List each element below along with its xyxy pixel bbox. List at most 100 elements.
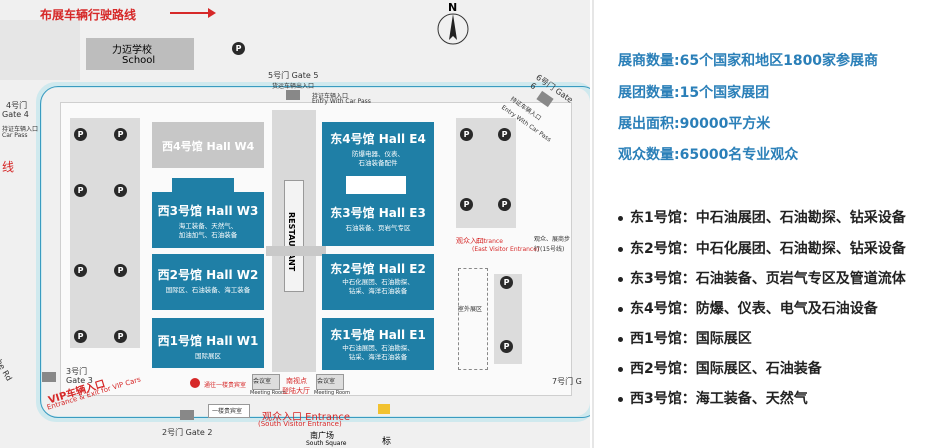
gate-3-label-b: Gate 3 (66, 376, 93, 385)
gate-5-sub: 货运车辆出入口 (272, 83, 315, 90)
left-edge-text: 线 (2, 160, 15, 174)
hall-w1-label: 西1号馆 Hall W1 (157, 334, 259, 348)
hall-list-text: 西2号馆：国际展区、石油装备 (630, 361, 822, 377)
vip-room-marker-icon (190, 378, 200, 388)
school-label-cn: 力迈学校 (112, 45, 152, 56)
hall-list-text: 东2号馆：中石化展团、石油勘探、钻采设备 (630, 241, 906, 257)
parking-icon: P (232, 42, 245, 55)
meeting-room-right-en: Meeting Room (314, 390, 350, 396)
hall-list-text: 东4号馆：防爆、仪表、电气及石油设备 (630, 301, 878, 317)
south-entrance-en: (South Visitor Entrance) (258, 420, 342, 428)
hall-w3-label: 西3号馆 Hall W3 (157, 204, 259, 218)
hall-e1-label: 东1号馆 Hall E1 (330, 328, 426, 342)
gate-4-label-a: 4号门 (6, 101, 28, 110)
outdoor-area (458, 268, 488, 370)
restaurant-label: RESTAURANT (287, 212, 296, 272)
hall-e4-label: 东4号馆 Hall E4 (330, 132, 426, 146)
registration-box (208, 404, 250, 418)
bullet-icon (618, 276, 623, 282)
route-arrow-icon (170, 8, 216, 18)
hall-e1-sub1: 中石油展团、石油勘探、 (342, 344, 414, 352)
meeting-room-left-label: 会议室 (253, 378, 272, 385)
hall-e4: 东4号馆 Hall E4 防爆电器、仪表、 石油装备配件 (322, 122, 434, 176)
school-label-en: School (122, 55, 156, 66)
gate-4-label-b: Gate 4 (2, 110, 29, 119)
school-building (86, 38, 194, 70)
bullet-icon (618, 396, 623, 402)
registration-label: 一楼贵宾室 (212, 408, 243, 415)
hall-e4-sub1: 防爆电器、仪表、 (352, 150, 404, 158)
hall-list-text: 东1号馆：中石油展团、石油勘探、钻采设备 (630, 210, 906, 226)
hall-e3-label: 东3号馆 Hall E3 (330, 206, 426, 220)
hall-w4 (152, 122, 264, 168)
hall-list-item: 西3号馆：海工装备、天然气 (618, 388, 808, 408)
hall-w2-label: 西2号馆 Hall W2 (157, 268, 259, 282)
hall-list-item: 东1号馆：中石油展团、石油勘探、钻采设备 (618, 207, 906, 227)
hall-list-item: 西1号馆：国际展区 (618, 328, 752, 348)
hall-w3: 西3号馆 Hall W3 海工装备、天然气、 加油加气、石油装备 (152, 192, 264, 248)
ground-area (0, 20, 80, 80)
bullet-icon (618, 246, 623, 252)
east-entrance-cn: 观众入口 (456, 237, 484, 245)
gate-4-sub: 持证车辆入口 (2, 126, 39, 133)
perimeter-road-border (40, 86, 590, 418)
stat-area: 展出面积:90000平方米 (618, 116, 771, 132)
south-square-cn: 南广场 (310, 431, 334, 440)
meeting-room-right-label: 会议室 (317, 378, 336, 385)
hall-e2-sub2: 钻采、海洋石油装备 (348, 287, 408, 295)
hall-e2-label: 东2号馆 Hall E2 (330, 262, 426, 276)
parking-icon: P (498, 128, 511, 141)
bullet-icon (618, 215, 623, 221)
south-square-en: South Square (306, 440, 347, 447)
hall-e2-sub1: 中石化展团、石油勘探、 (342, 278, 414, 286)
stat-visitors: 观众数量:65000名专业观众 (618, 147, 799, 163)
hall-list-item: 东3号馆：石油装备、页岩气专区及管道流体 (618, 268, 906, 288)
parking-icon: P (114, 264, 127, 277)
hall-w3-sub1: 海工装备、天然气、 (178, 222, 238, 230)
meeting-room-left (252, 374, 280, 390)
east-entrance-en2: (East Visitor Entrance) (472, 246, 540, 253)
hall-e3-notch (346, 176, 406, 194)
parking-icon: P (500, 276, 513, 289)
hall-e3-sub: 石油装备、页岩气专区 (345, 224, 411, 232)
cross-corridor (266, 246, 326, 256)
hall-w2: 西2号馆 Hall W2 国际区、石油装备、海工装备 (152, 254, 264, 310)
parking-lot-west (70, 118, 140, 348)
hall-list-item: 西2号馆：国际展区、石油装备 (618, 358, 822, 378)
hall-w1: 西1号馆 Hall W1 国际展区 (152, 318, 264, 368)
parking-icon: P (500, 340, 513, 353)
gate-2-label: 2号门 Gate 2 (162, 428, 213, 437)
meeting-room-right (316, 374, 344, 390)
north-label: N (448, 1, 458, 14)
east-entrance-en: Entrance (476, 238, 503, 245)
parking-icon: P (74, 264, 87, 277)
gate-2-icon (180, 410, 194, 420)
hall-e1-sub2: 钻采、海洋石油装备 (348, 353, 408, 361)
bullet-icon (618, 336, 623, 342)
parking-icon: P (114, 184, 127, 197)
vip-note: 通往一楼贵宾室 (204, 382, 247, 389)
hall-list-text: 西1号馆：国际展区 (630, 331, 752, 347)
gate-4-sub-en: Car Pass (2, 132, 28, 139)
hall-w1-sub: 国际展区 (195, 352, 221, 360)
stat-pavilions: 展团数量:15个国家展团 (618, 85, 770, 101)
parking-icon: P (460, 198, 473, 211)
info-panel: 展商数量:65个国家和地区1800家参展商 展团数量:15个国家展团 展出面积:… (592, 0, 938, 448)
gate-5-sub2: 持证车辆入口 (312, 93, 349, 100)
hall-e3: 东3号馆 Hall E3 石油装备、页岩气专区 (322, 176, 434, 246)
hall-w3-sub2: 加油加气、石油装备 (178, 231, 238, 239)
restaurant-block (284, 180, 304, 292)
gate-5-label: 5号门 Gate 5 (268, 71, 319, 80)
bus-icon (378, 404, 390, 414)
hall-w4-label: 西4号馆 Hall W4 (162, 140, 255, 153)
gate-5-sub3: Entry With Car Pass (312, 98, 371, 105)
hall-w2-sub: 国际区、石油装备、海工装备 (165, 286, 251, 294)
south-entrance-cn: 观众入口 Entrance (262, 412, 350, 423)
hall-e2: 东2号馆 Hall E2 中石化展团、石油勘探、 钻采、海洋石油装备 (322, 254, 434, 310)
hall-list-item: 东4号馆：防爆、仪表、电气及石油设备 (618, 298, 878, 318)
east-note-1: 观众、展商步 (534, 236, 571, 243)
bottom-edge-text: 标 (382, 437, 392, 447)
hall-e4-sub2: 石油装备配件 (358, 159, 398, 167)
south-lobby-2: 登陆大厅 (282, 387, 310, 395)
exhibition-map: 布展车辆行驶路线 N 力迈学校 School P 5号门 Gate 5 货运车辆… (0, 0, 590, 448)
